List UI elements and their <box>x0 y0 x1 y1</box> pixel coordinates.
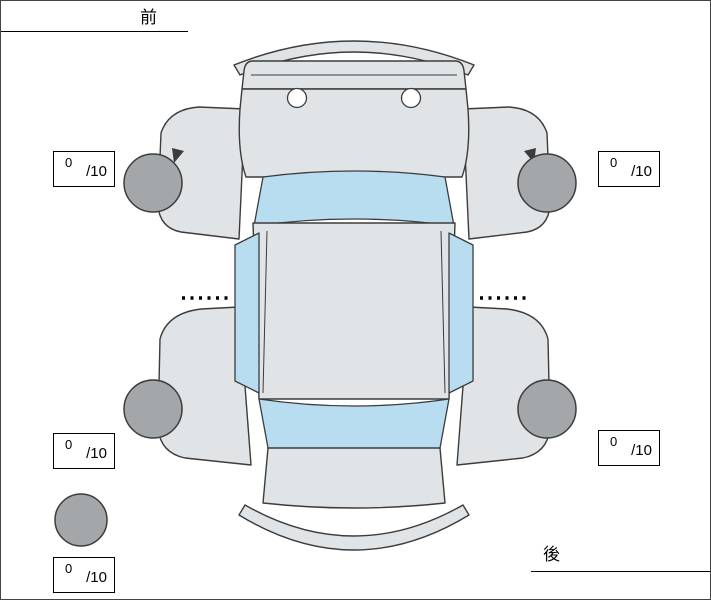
score-max-front-left: /10 <box>86 163 107 180</box>
windshield <box>253 170 455 227</box>
front-label-underline <box>1 31 188 32</box>
tire-spare <box>54 493 108 547</box>
rear-label: 後 <box>543 545 560 564</box>
roof <box>252 222 456 400</box>
score-value-rear-left: 0 <box>65 437 73 452</box>
score-box-front-right: 0 /10 <box>598 151 660 187</box>
score-max-rear-left: /10 <box>86 445 107 462</box>
score-box-rear-right: 0 /10 <box>598 430 660 466</box>
rear-window <box>258 398 450 457</box>
hood-washer-cap-left <box>286 87 308 109</box>
rear-bumper-band <box>238 504 470 551</box>
hood-washer-cap-right <box>400 87 422 109</box>
side-window-right <box>448 232 474 394</box>
side-window-left <box>234 232 260 394</box>
front-label: 前 <box>140 8 157 27</box>
roof-edge-line-left <box>262 230 268 394</box>
score-value-front-right: 0 <box>610 155 618 170</box>
tire-rear-right <box>517 379 577 439</box>
score-value-spare: 0 <box>65 561 73 576</box>
score-max-front-right: /10 <box>631 163 652 180</box>
score-value-front-left: 0 <box>65 155 73 170</box>
score-value-rear-right: 0 <box>610 434 618 449</box>
score-max-spare: /10 <box>86 569 107 586</box>
roof-edge-line-right <box>440 230 446 394</box>
trunk <box>262 447 446 509</box>
rear-label-underline <box>531 571 710 572</box>
hood <box>238 88 470 178</box>
score-box-spare: 0 /10 <box>53 557 115 593</box>
score-box-front-left: 0 /10 <box>53 151 115 187</box>
score-max-rear-right: /10 <box>631 442 652 459</box>
tire-rear-left <box>123 379 183 439</box>
tire-front-left <box>123 153 183 213</box>
front-spoiler-band <box>233 40 475 76</box>
tire-front-right <box>517 153 577 213</box>
side-mirror-left <box>172 148 184 163</box>
score-box-rear-left: 0 /10 <box>53 433 115 469</box>
